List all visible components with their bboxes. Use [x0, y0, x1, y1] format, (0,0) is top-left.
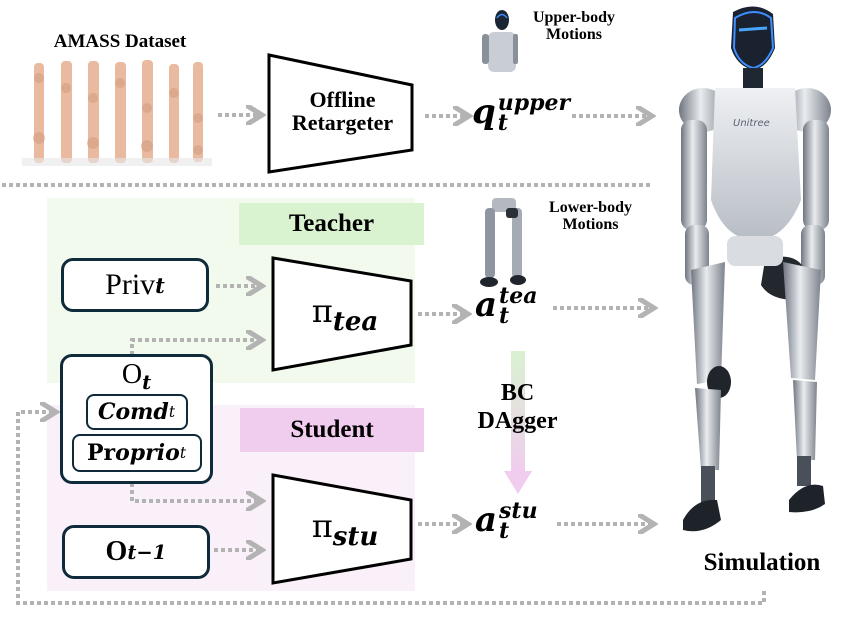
lower-body-label-line2: Motions	[562, 215, 619, 233]
student-policy-label: πstu	[311, 507, 379, 552]
teacher-policy-label: πtea	[311, 292, 379, 337]
lower-body-label: Lower-body Motions	[528, 199, 653, 234]
upper-body-label: Upper-body Motions	[518, 9, 630, 44]
amass-motion-figures	[22, 58, 212, 170]
robot-brand-text: Unitree	[733, 118, 770, 129]
lower-body-robot-thumbnail	[478, 196, 530, 288]
observation-label: Ot	[121, 359, 152, 394]
offline-retargeter-block	[267, 53, 414, 174]
upper-body-label-line2: Motions	[546, 25, 602, 43]
humanoid-robot-image: Unitree	[655, 0, 849, 555]
teacher-policy-block	[271, 256, 413, 372]
student-tag: Student	[240, 408, 424, 452]
dataset-label: AMASS Dataset	[53, 31, 187, 52]
retargeter-label-line1: Offline	[309, 87, 376, 112]
student-policy-block	[271, 473, 413, 585]
retargeter-label-line2: Retargeter	[291, 110, 394, 136]
distillation-arrow	[511, 351, 525, 471]
upper-body-label-line1: Upper-body	[532, 9, 616, 26]
teacher-tag: Teacher	[239, 203, 424, 245]
offline-retargeter-label: Offline Retargeter	[275, 88, 410, 134]
upper-body-robot-thumbnail	[480, 8, 518, 78]
simulation-label: Simulation	[703, 549, 821, 576]
lower-body-label-line1: Lower-body	[549, 199, 632, 216]
bc-label: BC	[500, 380, 535, 406]
dagger-label: DAgger	[477, 407, 558, 434]
distillation-label: BC DAgger	[465, 380, 570, 435]
